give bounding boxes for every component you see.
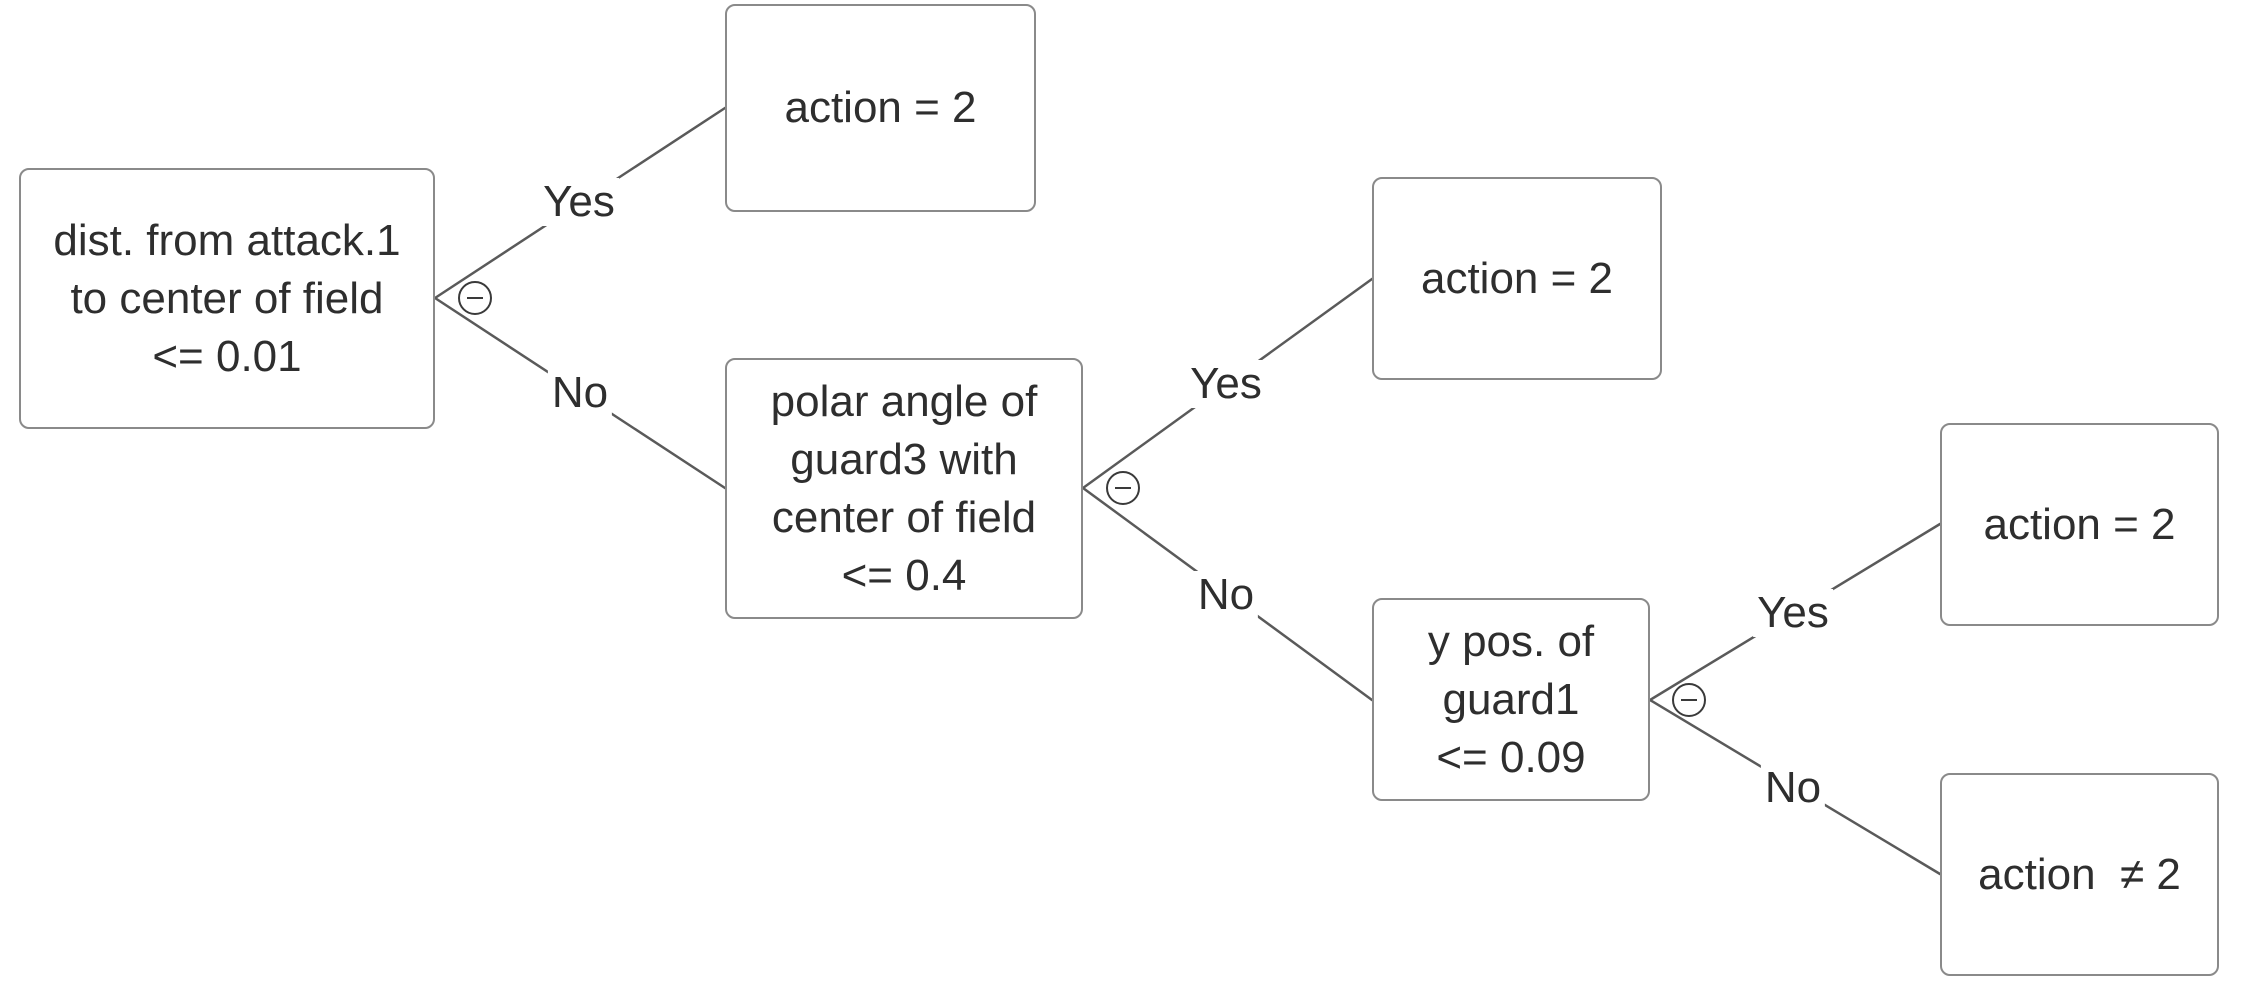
- root-decision-node[interactable]: dist. from attack.1 to center of field <…: [19, 168, 435, 429]
- node3-yes-label: Yes: [1753, 589, 1833, 637]
- node2-decision-node[interactable]: polar angle of guard3 with center of fie…: [725, 358, 1083, 619]
- root-no-label: No: [547, 369, 613, 417]
- node2-yes-label: Yes: [1186, 360, 1266, 408]
- node3-decision-node[interactable]: y pos. of guard1 <= 0.09: [1372, 598, 1650, 801]
- node3-condition-text: y pos. of guard1 <= 0.09: [1427, 616, 1595, 782]
- node3-no-leaf-text: action ≠ 2: [1978, 849, 2181, 899]
- node2-collapse-minus-icon[interactable]: [1106, 471, 1140, 505]
- root-condition-text: dist. from attack.1 to center of field <…: [53, 215, 401, 381]
- node2-yes-leaf-text: action = 2: [1420, 253, 1614, 303]
- node3-yes-leaf-node[interactable]: action = 2: [1940, 423, 2219, 626]
- root-collapse-minus-icon[interactable]: [458, 281, 492, 315]
- node3-yes-leaf-text: action = 2: [1983, 499, 2176, 549]
- root-yes-leaf-node[interactable]: action = 2: [725, 4, 1036, 212]
- node3-no-label: No: [1760, 764, 1826, 812]
- root-yes-leaf-text: action = 2: [784, 83, 977, 132]
- node3-no-leaf-node[interactable]: action ≠ 2: [1940, 773, 2219, 976]
- node3-collapse-minus-icon[interactable]: [1672, 683, 1706, 717]
- node2-condition-text: polar angle of guard3 with center of fie…: [770, 376, 1038, 600]
- root-yes-label: Yes: [539, 178, 619, 226]
- node2-no-label: No: [1193, 571, 1259, 619]
- node2-yes-leaf-node[interactable]: action = 2: [1372, 177, 1662, 380]
